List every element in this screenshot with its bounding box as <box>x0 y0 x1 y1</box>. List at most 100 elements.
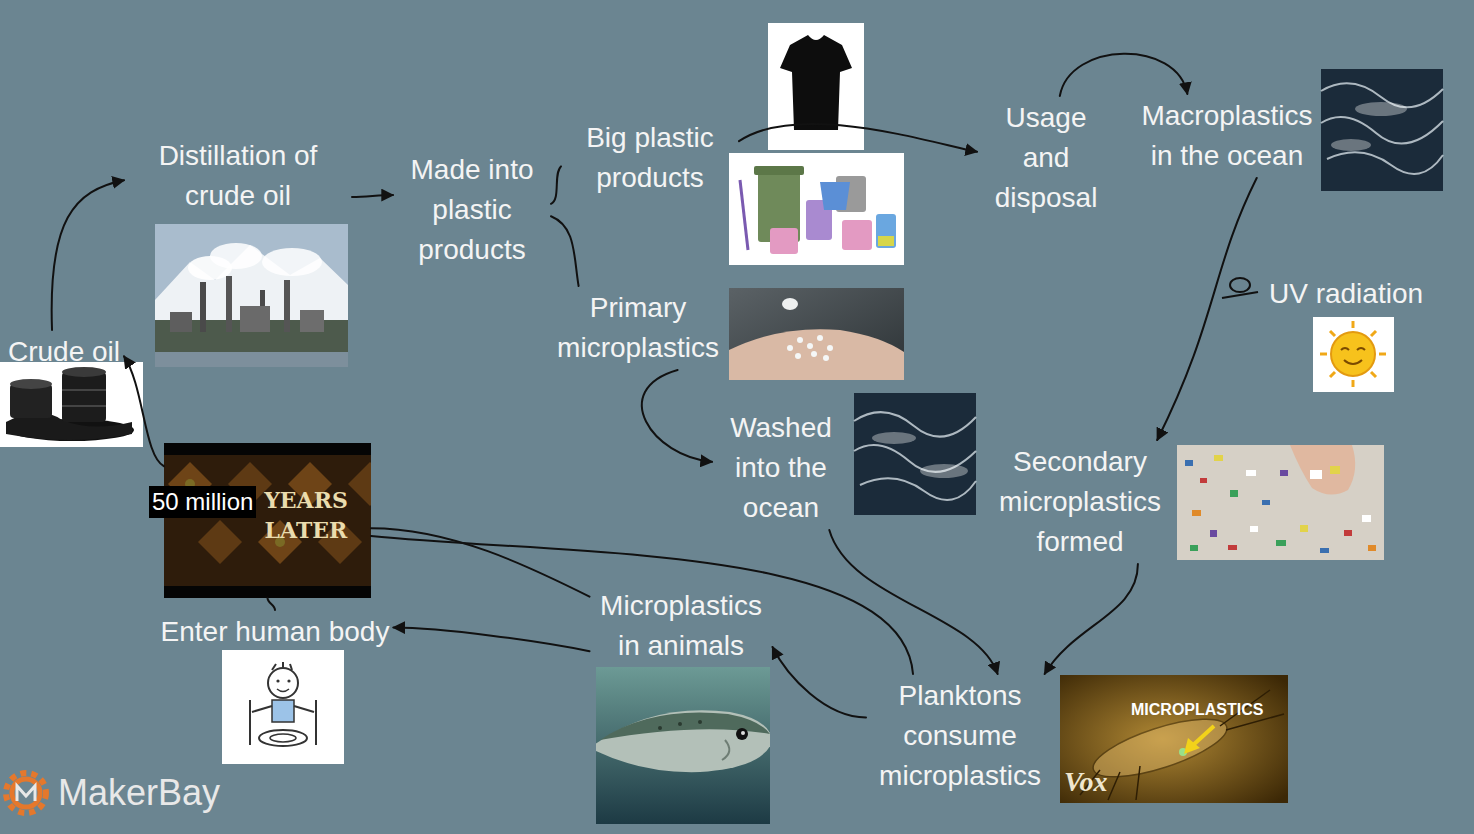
plastic-bins-picture <box>754 166 804 175</box>
time-caption: YEARS LATER <box>260 485 352 545</box>
time-skip-picture <box>348 462 371 506</box>
flow-connector <box>739 124 977 152</box>
ocean-picture <box>1331 139 1371 151</box>
time-skip-picture <box>164 586 371 598</box>
node-text: Macroplastics in the ocean <box>1132 96 1322 176</box>
primary-microplastics-picture <box>787 345 793 351</box>
sun-picture <box>1379 353 1386 356</box>
secondary-microplastics-picture <box>1192 510 1201 516</box>
primary-microplastics-picture <box>827 345 833 351</box>
refinery-picture <box>226 276 232 332</box>
fish-picture <box>596 710 770 772</box>
node-text: Big plastic products <box>565 118 735 198</box>
ocean-picture <box>872 432 916 444</box>
state-label: Secondary microplastics formed <box>984 440 1177 564</box>
primary-microplastics-picture <box>817 335 823 341</box>
sun-picture <box>1330 372 1335 377</box>
sun-picture <box>1330 331 1335 336</box>
sun-picture <box>1341 348 1365 350</box>
ocean-picture <box>854 412 976 436</box>
fish-picture <box>678 722 682 726</box>
refinery-picture <box>155 224 348 367</box>
node-text: Usage and disposal <box>981 98 1111 218</box>
uv-leader-line <box>1222 278 1258 298</box>
sun-picture <box>1313 317 1394 392</box>
secondary-microplastics-picture <box>1280 470 1288 476</box>
makerbay-logo <box>6 773 46 813</box>
secondary-microplastics-picture <box>1368 545 1376 551</box>
ocean-picture <box>1355 102 1407 116</box>
node-text: Crude oil <box>8 332 120 372</box>
flow-connector <box>371 536 913 674</box>
secondary-microplastics-picture <box>1300 525 1308 532</box>
eating-person-picture <box>272 700 294 722</box>
plastic-bins-picture <box>876 214 896 248</box>
sun-picture <box>1352 321 1355 328</box>
secondary-microplastics-picture <box>1185 460 1193 466</box>
secondary-microplastics-picture <box>1210 530 1217 537</box>
refinery-picture <box>300 310 324 332</box>
eating-person-picture <box>252 706 272 712</box>
refinery-picture <box>240 306 270 332</box>
plastic-bins-picture <box>842 220 872 250</box>
time-caption: 50 million <box>149 486 256 518</box>
sun-picture <box>1352 380 1355 387</box>
primary-microplastics-picture <box>811 351 817 357</box>
plankton-picture <box>1087 707 1233 788</box>
node-text: UV radiation <box>1269 274 1423 314</box>
eating-person-picture <box>268 668 298 698</box>
primary-microplastics-picture <box>729 288 904 380</box>
secondary-microplastics-picture <box>1290 445 1355 495</box>
plastic-bins-picture <box>770 228 798 254</box>
crude-oil-picture <box>10 379 52 389</box>
secondary-microplastics-picture <box>1228 545 1237 550</box>
secondary-microplastics-picture <box>1362 515 1371 522</box>
fish-picture <box>658 726 662 730</box>
plankton-picture <box>1060 675 1288 803</box>
flow-connector <box>1060 54 1188 96</box>
crude-oil-picture <box>62 367 106 377</box>
flow-connector <box>551 166 561 203</box>
node-text: Made into plastic products <box>397 150 547 270</box>
primary-microplastics-picture <box>823 355 829 361</box>
primary-microplastics-picture <box>729 329 904 380</box>
refinery-picture <box>200 282 206 332</box>
secondary-microplastics-picture <box>1262 500 1270 505</box>
sun-picture <box>1371 372 1376 377</box>
plastic-bins-picture <box>820 182 850 210</box>
ocean-picture <box>854 393 976 515</box>
ocean-picture <box>920 464 968 478</box>
primary-microplastics-picture <box>807 343 813 349</box>
eating-person-picture <box>270 734 296 742</box>
watermark: Vox <box>1064 766 1108 798</box>
secondary-microplastics-picture <box>1200 478 1207 483</box>
eating-person-picture <box>276 679 279 682</box>
t-shirt-picture <box>768 23 864 150</box>
time-skip-panel: 50 millionYEARS LATER <box>164 443 371 598</box>
sun-picture <box>1331 332 1375 376</box>
fish-picture <box>741 731 745 735</box>
sun-picture <box>1320 353 1327 356</box>
secondary-microplastics-picture <box>1190 545 1198 551</box>
ocean-picture <box>854 393 976 515</box>
eating-person-picture <box>222 650 344 764</box>
flow-connector <box>124 356 164 466</box>
node-text: Washed into the ocean <box>716 408 846 528</box>
flow-connector <box>1157 178 1257 440</box>
sun-picture <box>1313 317 1394 392</box>
makerbay-logo <box>17 786 35 801</box>
process-label: Washed into the ocean <box>712 406 850 530</box>
logo-text: MakerBay <box>58 772 220 814</box>
secondary-microplastics-picture <box>1330 466 1340 474</box>
factor-label: UV radiation <box>1265 272 1427 316</box>
primary-microplastics-picture <box>797 337 803 343</box>
eating-person-picture <box>287 679 290 682</box>
crude-oil-picture <box>0 362 143 447</box>
sun-picture <box>1320 321 1386 387</box>
crude-oil-picture <box>62 389 106 391</box>
secondary-microplastics-picture <box>1230 490 1238 497</box>
makerbay-logo <box>12 779 40 807</box>
plastic-bins-picture <box>729 153 904 265</box>
image-caption: MICROPLASTICS <box>1131 700 1263 720</box>
